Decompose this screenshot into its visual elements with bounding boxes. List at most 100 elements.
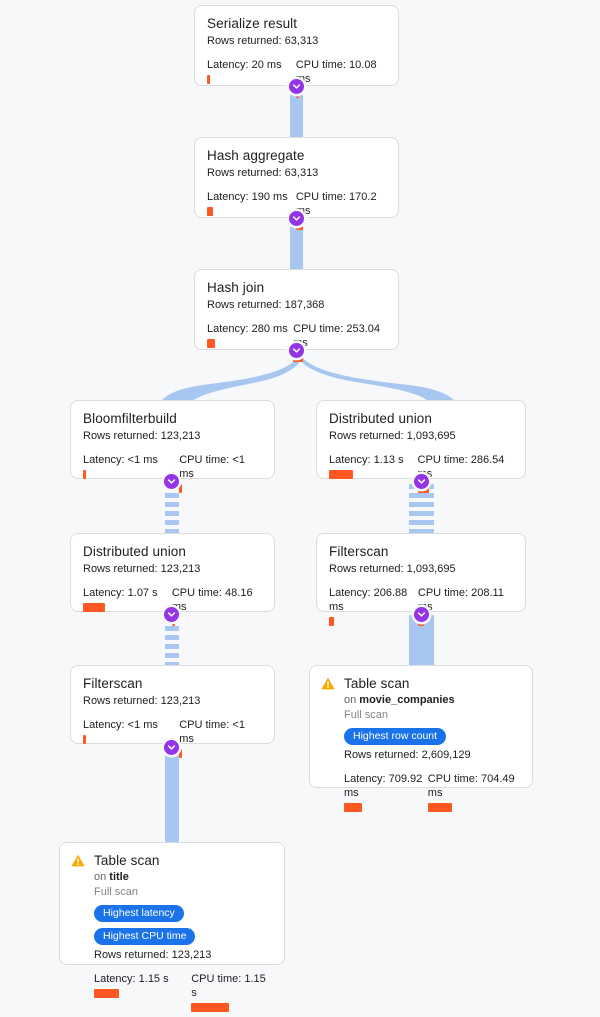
node-badges: Highest latency Highest CPU time (94, 905, 272, 945)
node-scan-type: Full scan (344, 709, 389, 721)
node-rows-returned: Rows returned: 1,093,695 (329, 563, 456, 575)
node-title: Distributed union (83, 544, 187, 559)
latency-bar (207, 75, 210, 84)
node-latency: Latency: 190 ms (207, 190, 296, 230)
node-title: Bloomfilterbuild (83, 411, 177, 426)
cpu-bar (179, 749, 183, 758)
edge-table-scan-title-to-filterscan-left (165, 748, 179, 845)
plan-node-distributed-union-right[interactable]: Distributed union Rows returned: 1,093,6… (316, 400, 526, 493)
node-rows-returned: Rows returned: 187,368 (207, 299, 325, 311)
node-title: Distributed union (329, 411, 433, 426)
node-latency: Latency: 1.07 s (83, 586, 172, 626)
plan-node-distributed-union-left[interactable]: Distributed union Rows returned: 123,213… (70, 533, 275, 626)
node-cpu-time: CPU time: 48.16 ms (171, 586, 262, 626)
node-metrics: Latency: 1.07 s CPU time: 48.16 ms (83, 586, 262, 626)
latency-bar (207, 339, 215, 348)
plan-node-hash-aggregate[interactable]: Hash aggregate Rows returned: 63,313 Lat… (194, 137, 399, 230)
edge-knob-distributed-union-right[interactable] (414, 474, 429, 489)
plan-node-table-scan-movie-companies[interactable]: Table scan on movie_companies Full scan … (309, 665, 533, 812)
node-rows-returned: Rows returned: 63,313 (207, 35, 319, 47)
cpu-bar (191, 1003, 230, 1012)
node-metrics: Latency: <1 ms CPU time: <1 ms (83, 453, 262, 493)
node-scan-type: Full scan (94, 886, 139, 898)
node-cpu-time: CPU time: <1 ms (179, 453, 262, 493)
node-latency: Latency: 206.88 ms (329, 586, 418, 626)
node-cpu-time: CPU time: 253.04 ms (293, 322, 386, 362)
node-rows-returned: Rows returned: 1,093,695 (329, 430, 456, 442)
cpu-bar (427, 803, 452, 812)
node-title: Hash join (207, 280, 265, 295)
chevron-down-icon (292, 348, 301, 353)
edge-hash-aggregate-to-serialize-result (290, 86, 303, 138)
badge-highest-cpu-time[interactable]: Highest CPU time (94, 928, 196, 945)
edge-filterscan-left-to-distributed-union-left (165, 617, 179, 667)
edge-knob-hash-aggregate[interactable] (289, 211, 304, 226)
node-metrics: Latency: <1 ms CPU time: <1 ms (83, 718, 262, 758)
plan-node-hash-join[interactable]: Hash join Rows returned: 187,368 Latency… (194, 269, 399, 362)
edge-knob-filterscan-right[interactable] (414, 607, 429, 622)
plan-node-table-scan-title[interactable]: Table scan on title Full scan Highest la… (59, 842, 285, 1012)
chevron-down-icon (292, 216, 301, 221)
node-title: Filterscan (83, 676, 143, 691)
plan-node-serialize-result[interactable]: Serialize result Rows returned: 63,313 L… (194, 5, 399, 98)
node-cpu-time: CPU time: 208.11 ms (417, 586, 513, 626)
edge-knob-serialize-result[interactable] (289, 79, 304, 94)
node-table: on movie_companies (344, 694, 455, 706)
edge-knob-distributed-union-left[interactable] (164, 607, 179, 622)
edge-distributed-union-left-to-bloomfilterbuild (165, 484, 179, 534)
chevron-down-icon (167, 479, 176, 484)
node-latency: Latency: 709.92 ms (344, 772, 428, 812)
node-table: on title (94, 871, 129, 883)
edge-hash-join-to-hash-aggregate (290, 218, 303, 270)
node-title: Serialize result (207, 16, 298, 31)
badge-highest-row-count[interactable]: Highest row count (344, 728, 447, 745)
latency-bar (83, 735, 86, 744)
latency-bar (329, 470, 353, 479)
chevron-down-icon (167, 745, 176, 750)
node-latency: Latency: 1.15 s (94, 972, 191, 1012)
edge-knob-bloomfilterbuild[interactable] (164, 474, 179, 489)
edge-knob-filterscan-left[interactable] (164, 740, 179, 755)
latency-bar (83, 603, 105, 612)
cpu-bar (295, 221, 303, 230)
node-cpu-time: CPU time: 1.15 s (191, 972, 272, 1012)
node-cpu-time: CPU time: 170.2 ms (295, 190, 386, 230)
node-metrics: Latency: 1.15 s CPU time: 1.15 s (94, 972, 272, 1012)
warning-icon (71, 854, 85, 867)
node-latency: Latency: <1 ms (83, 453, 179, 493)
node-title: Hash aggregate (207, 148, 305, 163)
node-title: Table scan (94, 853, 160, 868)
latency-bar (344, 803, 362, 812)
node-title: Table scan (344, 676, 410, 691)
node-cpu-time: CPU time: <1 ms (179, 718, 262, 758)
chevron-down-icon (292, 84, 301, 89)
chevron-down-icon (417, 479, 426, 484)
latency-bar (207, 207, 213, 216)
node-rows-returned: Rows returned: 123,213 (83, 563, 201, 575)
node-cpu-time: CPU time: 10.08 ms (295, 58, 386, 98)
latency-bar (94, 989, 119, 998)
latency-bar (329, 617, 334, 626)
node-rows-returned: Rows returned: 123,213 (83, 430, 201, 442)
badge-highest-latency[interactable]: Highest latency (94, 905, 184, 922)
warning-icon (321, 677, 335, 690)
plan-node-filterscan-left[interactable]: Filterscan Rows returned: 123,213 Latenc… (70, 665, 275, 758)
cpu-bar (179, 484, 183, 493)
node-badges: Highest row count (344, 728, 520, 745)
node-rows-returned: Rows returned: 63,313 (207, 167, 319, 179)
node-metrics: Latency: 709.92 ms CPU time: 704.49 ms (344, 772, 520, 812)
node-title: Filterscan (329, 544, 389, 559)
node-rows-returned: Rows returned: 2,609,129 (344, 749, 471, 761)
node-cpu-time: CPU time: 704.49 ms (427, 772, 520, 812)
plan-node-filterscan-right[interactable]: Filterscan Rows returned: 1,093,695 Late… (316, 533, 526, 626)
plan-node-bloomfilterbuild[interactable]: Bloomfilterbuild Rows returned: 123,213 … (70, 400, 275, 493)
node-latency: Latency: <1 ms (83, 718, 179, 758)
chevron-down-icon (167, 612, 176, 617)
chevron-down-icon (417, 612, 426, 617)
node-rows-returned: Rows returned: 123,213 (94, 949, 212, 961)
edge-knob-hash-join-split[interactable] (289, 343, 304, 358)
latency-bar (83, 470, 86, 479)
node-cpu-time: CPU time: 286.54 ms (417, 453, 513, 493)
node-rows-returned: Rows returned: 123,213 (83, 695, 201, 707)
